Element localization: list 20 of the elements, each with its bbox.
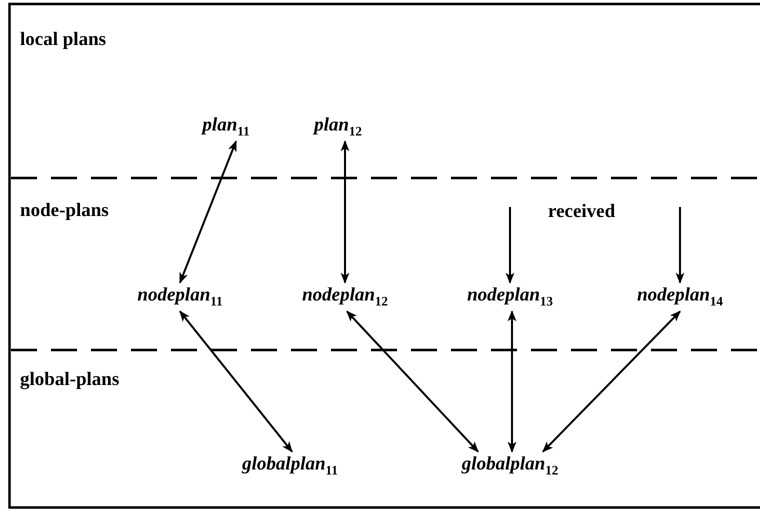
plan-label: nodeplan$_{12}$ [301,284,389,310]
plan-label: plan$_{12}$ [313,114,363,140]
arrow [508,310,516,453]
plan-label: nodeplan$_{14}$ [636,284,724,310]
arrow [179,310,293,452]
arrow [179,140,237,284]
lane-heading: local plans [20,29,106,51]
arrow [542,310,681,452]
arrow [340,140,350,284]
plan-label: globalplan$_{11}$ [241,454,339,478]
plan-label: nodeplan$_{13}$ [466,284,554,310]
annotation-text: received [548,201,616,223]
lane-heading: node-plans [20,200,109,222]
arrow [506,207,514,284]
plan-label: nodeplan$_{11}$ [136,284,224,310]
arrow [676,207,684,284]
arrow [346,310,479,452]
lane-heading: global-plans [20,369,120,391]
plan-label: globalplan$_{12}$ [460,454,560,478]
plan-label: plan$_{11}$ [201,114,251,140]
